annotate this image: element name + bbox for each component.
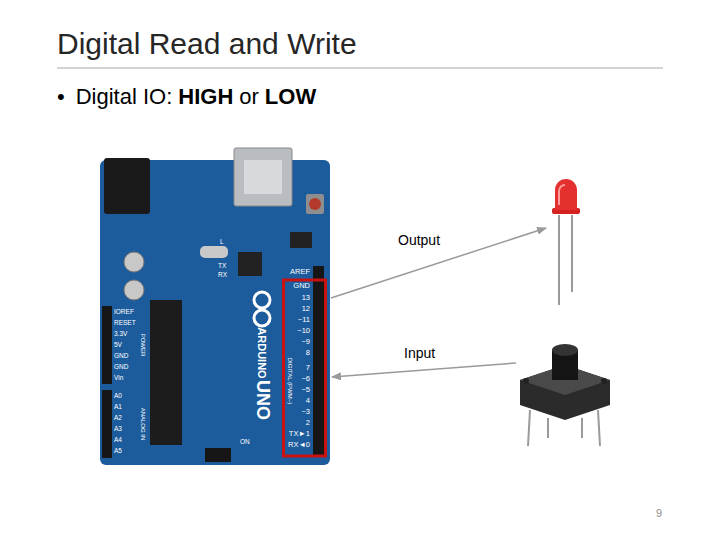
title-rule [57,68,663,69]
button-leg [528,410,530,446]
pin-label: RESET [114,319,136,326]
pin-label: A5 [114,447,122,454]
pin-label: 2 [306,419,310,427]
pin-label: GND [293,282,310,290]
pin-label: 12 [302,305,310,313]
pin-label: GND [114,352,128,359]
logo-loop [254,310,270,326]
icsp-header [205,448,231,462]
slide-title: Digital Read and Write [57,27,357,60]
arduino-board [100,148,330,465]
pin-label: GND [114,363,128,370]
pin-label: ~9 [301,338,310,346]
pin-label: ~3 [301,408,310,416]
bullet-text: or [239,85,259,109]
button-cap [552,344,578,356]
usb-port-face [244,160,282,194]
page-number: 9 [656,507,662,519]
arduino-logo [254,292,270,326]
arrow-label: Input [402,346,437,361]
bullet-keyword: LOW [265,85,316,109]
board-label: L [220,238,224,245]
button-leg [598,410,600,446]
input-arrow [332,363,516,377]
pin-label: A4 [114,436,122,443]
board-label: TX [218,262,226,269]
pin-label: IOREF [114,308,134,315]
led-leg [571,215,573,292]
led-dome [555,179,577,210]
button-leg [547,418,549,438]
pin-label: TX►1 [289,430,310,438]
pin-label: AREF [290,268,310,276]
pin-label: 5V [114,341,122,348]
logo-loop [254,292,270,308]
usb-port [234,148,292,206]
arrow-label: Output [396,233,442,248]
reset-cap [309,198,321,210]
pin-label: A1 [114,403,122,410]
capacitor [124,252,144,272]
dc-jack [104,158,150,214]
pin-label: ~11 [298,316,310,324]
board-label: ANALOG IN [140,408,147,441]
pin-label: ~10 [297,327,310,335]
led-highlight [559,185,565,205]
pin-label: 4 [306,397,310,405]
usb-chip [238,252,262,276]
pin-label: 7 [306,364,310,372]
bullet-keyword: HIGH [178,85,233,109]
atmega-chip [150,300,182,445]
pin-label: 8 [306,349,310,357]
pin-label: 3.3V [114,330,127,337]
highlight-box [284,280,326,456]
reset-button [306,194,324,214]
board-label: DIGITAL (PWM~) [287,358,294,405]
board-label: RX [218,271,227,278]
button-post [523,378,529,384]
board-logo-text: ARDUINO [256,327,268,378]
icsp-header [290,232,312,248]
led-leg [558,215,560,305]
pushbutton [520,344,610,446]
digital-header [313,266,324,456]
pin-label: A2 [114,414,122,421]
pin-label: Vin [114,374,123,381]
pin-label: ~5 [301,386,310,394]
board-label: ON [240,438,250,445]
capacitor [124,280,144,300]
pin-label: A3 [114,425,122,432]
board-logo-text: UNO [252,380,272,420]
led [552,179,580,305]
crystal [200,246,228,258]
pin-label: ~6 [301,375,310,383]
pin-label: RX◄0 [288,441,310,449]
pin-label: A0 [114,392,122,399]
output-arrow [331,228,546,298]
pin-label: 13 [302,294,310,302]
button-post [601,378,607,384]
button-leg [581,418,583,438]
bullet-mark: • [57,85,65,109]
board-label: POWER [140,334,147,357]
analog-header [102,390,112,458]
bullet-text: Digital IO: [76,85,173,109]
power-header [102,306,112,384]
